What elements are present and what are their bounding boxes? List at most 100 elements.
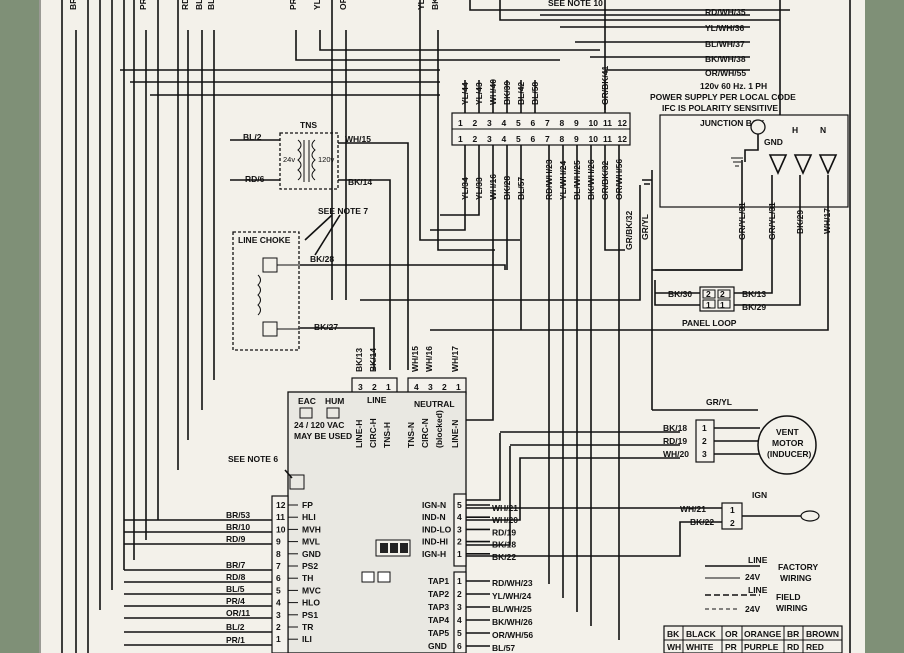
legend-factory: FACTORY [778,562,818,572]
terminal-number: 5 [516,134,521,144]
wire-label: GR/YL [640,214,650,240]
connector-pin-number: 1 [386,382,391,392]
terminal-number: 3 [487,134,492,144]
voltage-note-2: MAY BE USED [294,431,352,441]
wire-label: YL/WH/24 [492,591,531,601]
board-left-wire-labels: BR/53BR/10RD/9BR/7RD/8BL/5PR/4OR/11BL/2P… [124,510,272,646]
terminal-number: 7 [545,134,550,144]
pin-number: 2 [457,589,462,599]
wire-label: BK/28 [310,254,334,264]
pin-label: TH [302,573,313,583]
wire-label: BL/57 [492,643,515,653]
tns-title: TNS [300,120,317,130]
line-label: LINE [367,395,387,405]
terminal-label: CIRC-H [368,418,378,448]
vent-motor: VENT MOTOR (INDUCER) [695,415,817,475]
pin-number: 3 [276,610,281,620]
pin-number: 9 [276,537,281,547]
wire-label: OR/WH/55 [705,68,746,78]
pin-label: MVH [302,524,321,534]
top-label: PR [138,0,148,10]
pin-label: TR [302,622,313,632]
pin-label: PS2 [302,561,318,571]
neutral-label: NEUTRAL [414,399,455,409]
terminal-number: 6 [531,134,536,144]
polarity-note: IFC IS POLARITY SENSITIVE [662,103,778,113]
wire-label: BK/WH/26 [492,617,533,627]
pin-number: 6 [276,573,281,583]
connector-pin-number: 1 [456,382,461,392]
terminal-number: 7 [545,118,550,128]
gnd-label: GND [764,137,783,147]
pin-number: 5 [457,500,462,510]
terminal-label: TNS-N [406,422,416,448]
wire-label: RD/9 [226,534,246,544]
color-code: BK [667,629,680,639]
panel-loop-title: PANEL LOOP [682,318,737,328]
pin-label: IGN-N [422,500,446,510]
pin-number: 6 [457,641,462,651]
pin-number: 4 [276,598,281,608]
wiring-legend: LINE 24V FACTORY WIRING LINE 24V FIELD W… [705,555,818,614]
hot-label: H [792,125,798,135]
pin-number: 3 [457,524,462,534]
tns-120v: 120v [318,155,335,164]
terminal-number: 12 [618,134,628,144]
pin-label: GND [428,641,447,651]
pin-number: 8 [276,549,281,559]
terminal-number: 12 [618,118,628,128]
control-board: EAC HUM 24 / 120 VAC MAY BE USED LINE NE… [271,391,467,653]
wire-label: GR/BK/32 [624,211,634,250]
terminal-number: 9 [574,118,579,128]
wire-label: PR/1 [226,635,245,645]
legend-field: FIELD [776,592,801,602]
wire-label: BK/30 [668,289,692,299]
tns-transformer: TNS 24v 120v [279,120,339,190]
legend-line-field: LINE [748,585,768,595]
pin-number: 5 [276,585,281,595]
connector-pin-number: 3 [358,382,363,392]
vent-wires [466,409,760,546]
wire-label: RD/WH/23 [492,578,533,588]
wire-label: RD/8 [226,572,246,582]
ground-screw-icon [750,119,766,135]
color-code: BR [787,629,799,639]
wire-label: WH/17 [822,208,832,234]
terminal-number: 5 [516,118,521,128]
color-code: WH [667,642,681,652]
pin-number: 2 [457,537,462,547]
pin-label: IND-HI [422,537,448,547]
pin-number: 5 [457,628,462,638]
color-code: RD [787,642,799,652]
terminal-number: 9 [574,134,579,144]
pin-number: 3 [702,449,707,459]
pin-number: 3 [457,602,462,612]
pin-label: IND-N [422,512,446,522]
color-name: ORANGE [744,629,782,639]
pin-label: TAP1 [428,576,449,586]
terminal-label: TNS-H [382,422,392,448]
pin-number: 2 [276,622,281,632]
terminal-number: 6 [531,118,536,128]
pin-number: 1 [457,549,462,559]
terminal-label: CIRC-N [420,418,430,448]
eac-label: EAC [298,396,316,406]
wire-label: BK/14 [368,348,378,372]
terminal-number: 11 [603,134,612,144]
left-wire-bundle [61,0,600,653]
terminal-number: 2 [473,118,478,128]
color-name: BLACK [686,629,717,639]
pin-number: 1 [276,634,281,644]
top-label: BK [430,0,440,10]
pin-label: MVL [302,537,320,547]
line-choke: LINE CHOKE [232,231,300,351]
wire-label: RD/19 [492,527,516,537]
legend-24v: 24V [745,572,760,582]
wire-label: BL/5 [226,584,245,594]
ign-wires [466,507,722,557]
svg-text:1: 1 [730,505,735,515]
connector-pin-number: 3 [428,382,433,392]
